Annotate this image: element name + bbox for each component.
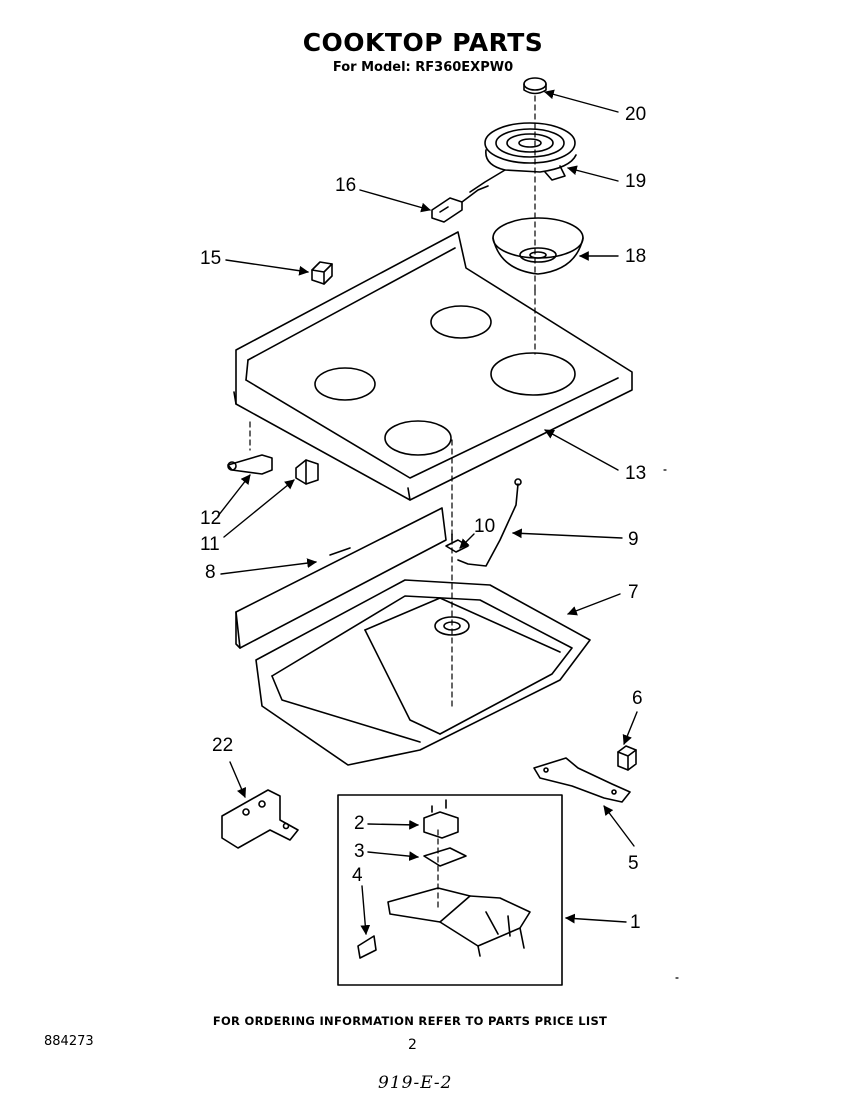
- handwritten-code: 919-E-2: [378, 1073, 453, 1093]
- document-number: 884273: [44, 1034, 94, 1049]
- callout-15: 15: [200, 248, 222, 269]
- part-6-clip: [617, 745, 637, 771]
- ordering-note: FOR ORDERING INFORMATION REFER TO PARTS …: [212, 1014, 608, 1028]
- page-title: COOKTOP PARTS: [302, 28, 544, 57]
- callout-10: 10: [474, 516, 496, 537]
- callout-1: 1: [630, 912, 641, 933]
- callout-5: 5: [628, 853, 639, 874]
- assembly-lines: [249, 95, 536, 911]
- part-5-bracket: [533, 757, 631, 803]
- callout-19: 19: [625, 171, 647, 192]
- page-number: 2: [408, 1037, 417, 1053]
- callout-9: 9: [628, 529, 639, 550]
- part-22-bracket: [221, 789, 299, 849]
- callout-18: 18: [625, 246, 647, 267]
- callout-6: 6: [632, 688, 643, 709]
- part-16-receptacle: [431, 185, 489, 223]
- model-subtitle: For Model: RF360EXPW0: [332, 60, 514, 75]
- callout-7: 7: [628, 582, 639, 603]
- part-20-cap: [523, 77, 547, 95]
- callout-16: 16: [335, 175, 357, 196]
- part-18-drip-bowl: [492, 217, 584, 275]
- part-15-clip: [311, 261, 333, 285]
- callout-8: 8: [205, 562, 216, 583]
- part-13-cooktop: [233, 231, 633, 501]
- part-12-hinge: [227, 454, 273, 475]
- callout-13: 13: [625, 463, 647, 484]
- part-19-surface-element: [469, 122, 577, 193]
- part-9-rod: [457, 478, 522, 567]
- callout-12: 12: [200, 508, 222, 529]
- callout-20: 20: [625, 104, 647, 125]
- part-11-bracket: [295, 459, 319, 485]
- part-7-tub: [255, 579, 591, 766]
- parts-1-4-switch-box: [337, 794, 563, 986]
- callout-4: 4: [352, 865, 363, 886]
- callout-11: 11: [200, 534, 220, 555]
- part-8-front-channel: [235, 507, 447, 649]
- leader-arrows: [217, 89, 638, 935]
- callout-3: 3: [354, 841, 365, 862]
- callout-22: 22: [212, 735, 234, 756]
- fold-marks: [663, 469, 679, 979]
- callout-2: 2: [354, 813, 365, 834]
